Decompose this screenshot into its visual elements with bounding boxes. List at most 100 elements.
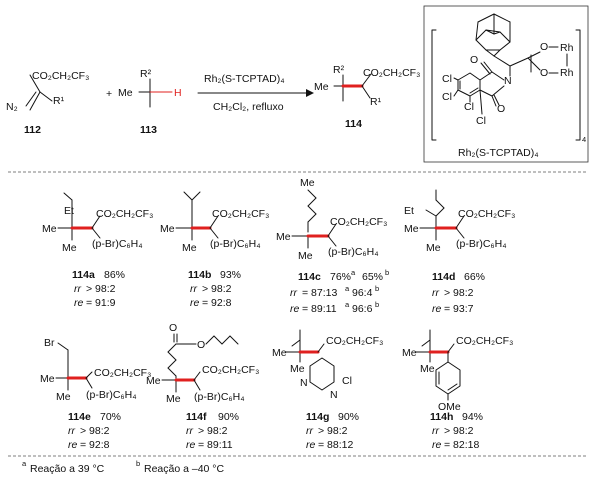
re-label: re xyxy=(190,297,199,309)
product-114h: Me Me CO₂CH₂CF₃ OMe 114h 94% rr > 98:2 r… xyxy=(402,329,513,451)
reaction-arrow: Rh₂(S-TCPTAD)₄ CH₂Cl₂, refluxo xyxy=(197,73,314,113)
re-value-alt: 96:6 xyxy=(352,303,373,315)
yield: 66% xyxy=(464,271,485,283)
footnote-mark: a xyxy=(345,300,350,309)
methyl-label: Me xyxy=(276,231,291,243)
yield: 93% xyxy=(220,269,241,281)
re-label: re xyxy=(186,439,195,451)
compound-number: 114c xyxy=(298,271,321,283)
product-114g: Me Me CO₂CH₂CF₃ N N Cl 114g 90% rr > 98:… xyxy=(272,329,383,451)
re-value: = 91:9 xyxy=(86,297,116,309)
product-r2: R² xyxy=(333,64,345,76)
aryl-label: (p-Br)C₆H₄ xyxy=(194,391,245,403)
rr-label: rr xyxy=(68,425,75,437)
top-methyl-label: Me xyxy=(300,177,315,189)
chlorine-label-4: Cl xyxy=(476,115,486,127)
ester-label: CO₂CH₂CF₃ xyxy=(94,367,151,379)
re-value: = 89:11 xyxy=(198,439,233,451)
reagent-113: R² Me H 113 xyxy=(118,68,182,136)
rr-label: rr xyxy=(186,425,193,437)
product-114b: Me Me CO₂CH₂CF₃ (p-Br)C₆H₄ 114b 93% rr >… xyxy=(160,191,269,309)
ester-label: CO₂CH₂CF₃ xyxy=(212,208,269,220)
compound-number: 114d xyxy=(432,271,455,283)
oxygen-label-2: O xyxy=(540,67,548,79)
diazo-label: N₂ xyxy=(6,101,18,113)
product-114e: Br Me Me CO₂CH₂CF₃ (p-Br)C₆H₄ 114e 70% r… xyxy=(40,337,151,451)
ester-label: CO₂CH₂CF₃ xyxy=(330,216,387,228)
re-label: re xyxy=(432,303,441,315)
rr-value-alt: 96:4 xyxy=(352,287,373,299)
chlorine-label-3: Cl xyxy=(464,101,474,113)
methyl-label: Me xyxy=(182,242,197,254)
product-114c: Me Me Me CO₂CH₂CF₃ (p-Br)C₆H₄ 114c 76% a… xyxy=(276,177,389,315)
compound-number: 114g xyxy=(306,411,329,423)
footnotes: a Reação a 39 °C b Reação a –40 °C xyxy=(22,459,225,475)
re-value: = 82:18 xyxy=(444,439,479,451)
r2-label: R² xyxy=(140,68,152,80)
ester-label: CO₂CH₂CF₃ xyxy=(326,335,383,347)
r1-label: R¹ xyxy=(53,95,65,107)
yield: 94% xyxy=(462,411,483,423)
product-methyl: Me xyxy=(314,81,329,93)
ester-label: CO₂CH₂CF₃ xyxy=(458,208,515,220)
compound-number: 114h xyxy=(430,411,453,423)
aryl-label: (p-Br)C₆H₄ xyxy=(456,238,507,250)
re-label: re xyxy=(290,303,299,315)
bracket-subscript: 4 xyxy=(582,135,586,144)
methyl-label: Me xyxy=(298,250,313,262)
ethyl-label: Et xyxy=(64,205,74,217)
chlorine-label-1: Cl xyxy=(442,73,452,85)
methyl-label: Me xyxy=(146,375,161,387)
rhodium-label-2: Rh xyxy=(560,67,574,79)
re-value: = 89:11 xyxy=(302,303,337,315)
footnote-mark: a xyxy=(345,284,350,293)
chlorine-label-2: Cl xyxy=(442,91,452,103)
compound-number: 114f xyxy=(186,411,207,423)
methyl-label: Me xyxy=(40,373,55,385)
product-114a: Et Me Me CO₂CH₂CF₃ (p-Br)C₆H₄ 114a 86% r… xyxy=(42,192,153,309)
pyrimidine-n-label: N xyxy=(300,377,308,389)
methyl-label: Me xyxy=(62,242,77,254)
catalyst-structure-box: O O Rh Rh N O O Cl Cl Cl Cl 4 Rh₂(S-TCPT… xyxy=(423,5,589,163)
bromo-label: Br xyxy=(44,337,55,349)
methyl-label: Me xyxy=(272,347,287,359)
ester-label: CO₂CH₂CF₃ xyxy=(96,208,153,220)
ester-label: CO₂CH₂CF₃ xyxy=(202,364,259,376)
hydrogen-label: H xyxy=(174,87,182,99)
conditions-label: CH₂Cl₂, refluxo xyxy=(213,101,284,113)
rr-label: rr xyxy=(432,287,439,299)
yield-alt: 65% xyxy=(362,271,383,283)
product-114f: O O Me Me CO₂CH₂CF₃ (p-Br)C₆H₄ 114f 90% … xyxy=(146,322,259,451)
re-value: = 92:8 xyxy=(202,297,232,309)
yield: 90% xyxy=(218,411,239,423)
methyl-label: Me xyxy=(404,223,419,235)
methyl-label: Me xyxy=(426,242,441,254)
footnote-a-text: Reação a 39 °C xyxy=(30,463,105,475)
rr-label: rr xyxy=(74,283,81,295)
re-value: = 92:8 xyxy=(80,439,110,451)
ester-label: CO₂CH₂CF₃ xyxy=(32,70,89,82)
aryl-label: (p-Br)C₆H₄ xyxy=(92,238,143,250)
rr-value: = 87:13 xyxy=(302,287,337,299)
rr-label: rr xyxy=(290,287,297,299)
methyl-label: Me xyxy=(290,363,305,375)
footnote-mark: a xyxy=(351,268,356,277)
product-ester: CO₂CH₂CF₃ xyxy=(363,67,420,79)
rr-value: > 98:2 xyxy=(86,283,116,295)
yield: 90% xyxy=(338,411,359,423)
pyrimidine-n-label: N xyxy=(330,389,338,401)
rr-value: > 98:2 xyxy=(198,425,228,437)
rhodium-label-1: Rh xyxy=(560,42,574,54)
compound-number: 114a xyxy=(72,269,95,281)
re-label: re xyxy=(74,297,83,309)
adamantyl-group xyxy=(475,13,511,57)
yield: 86% xyxy=(104,269,125,281)
oxygen-label-3: O xyxy=(470,54,478,66)
re-value: = 88:12 xyxy=(318,439,353,451)
footnote-mark: b xyxy=(385,268,389,277)
compound-number: 114e xyxy=(68,411,91,423)
compound-number-112: 112 xyxy=(24,124,41,136)
methyl-label: Me xyxy=(42,223,57,235)
oxygen-label-1: O xyxy=(540,41,548,53)
